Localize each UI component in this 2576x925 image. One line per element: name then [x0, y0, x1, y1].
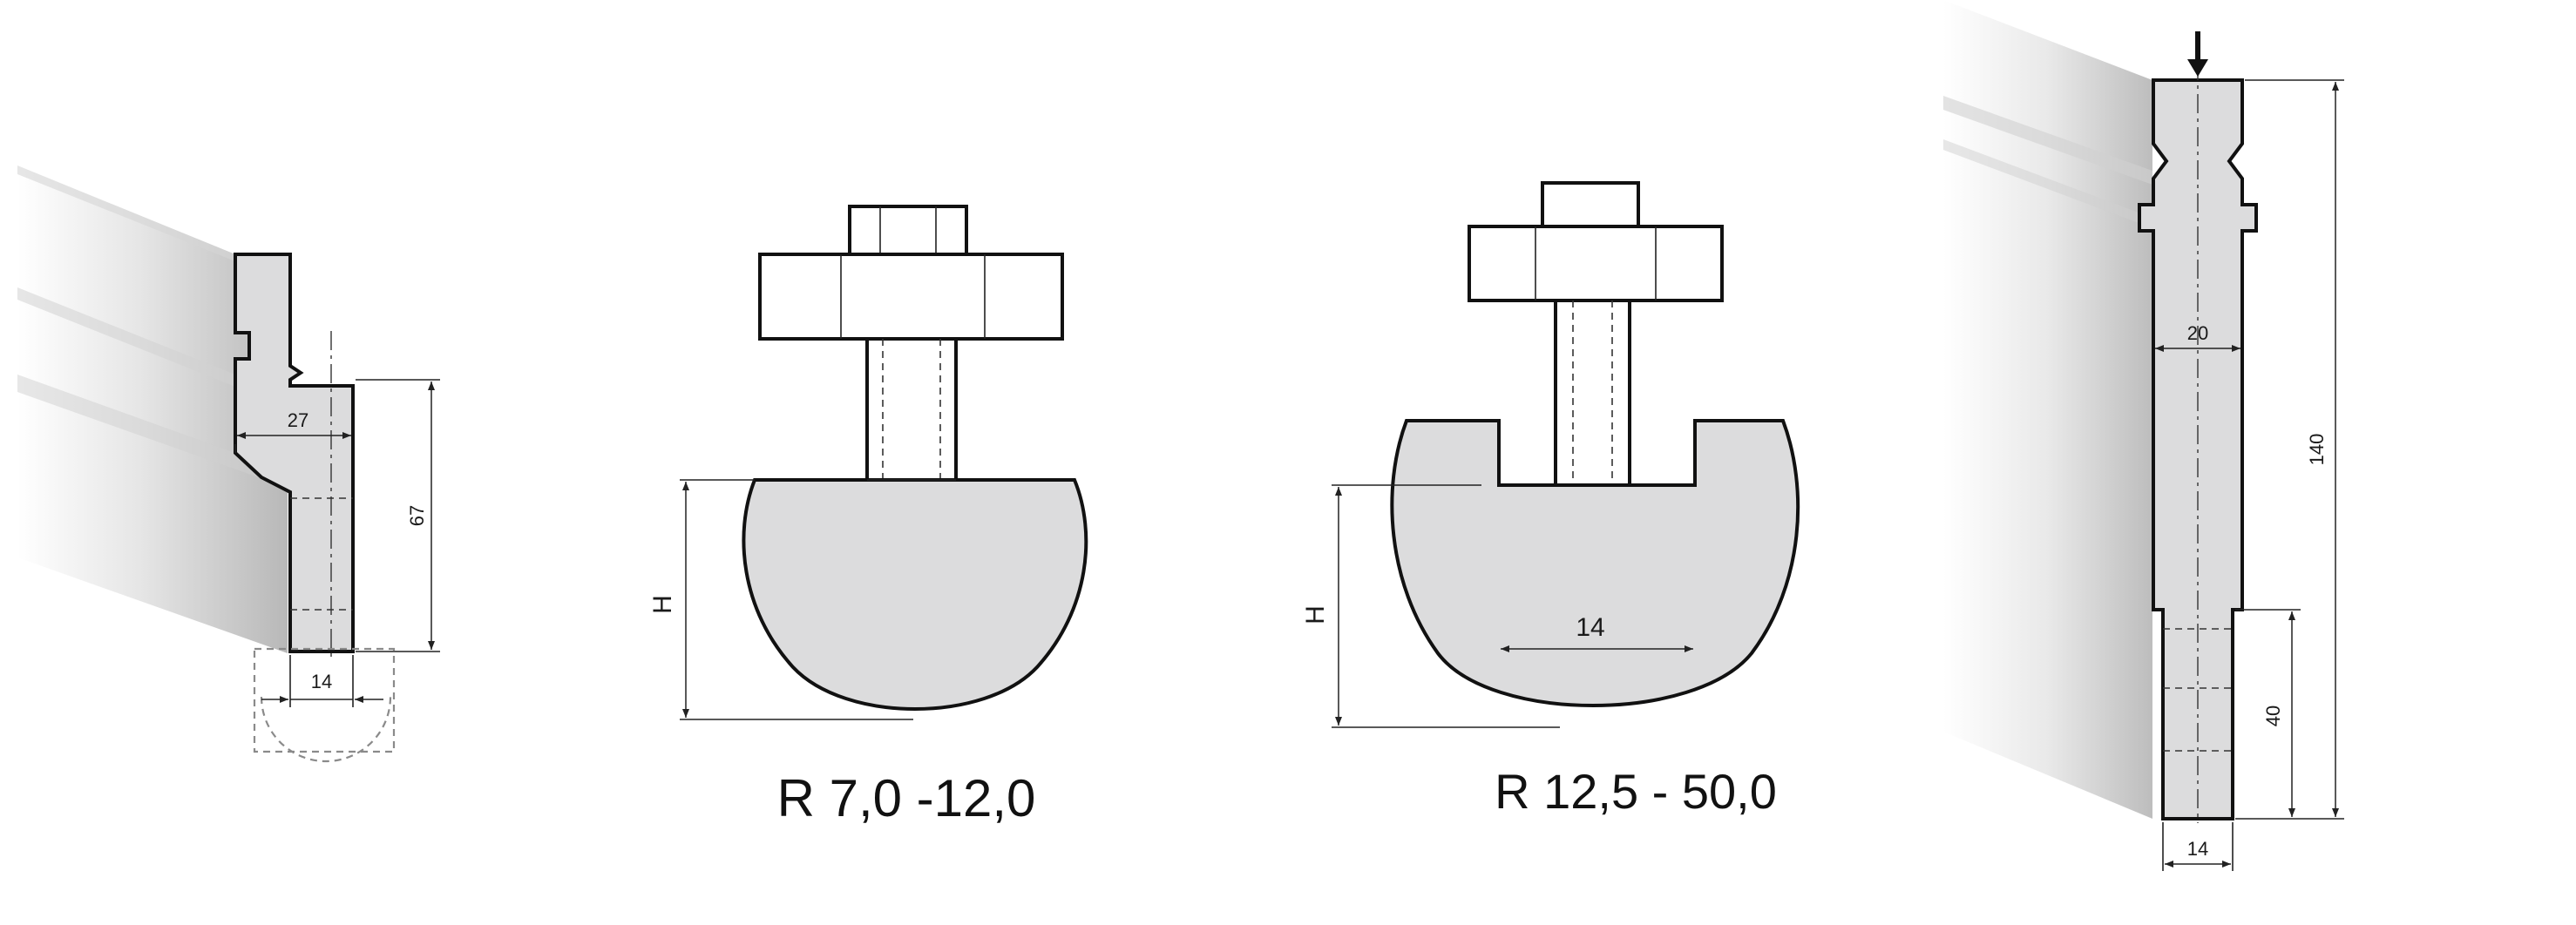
figure-3-shank [1554, 299, 1631, 487]
figure-1-dim-14: 14 [311, 671, 332, 692]
figure-4-dim-14: 14 [2187, 838, 2208, 860]
figure-2-shank [865, 337, 958, 482]
figure-2-caption: R 7,0 -12,0 [777, 769, 1036, 827]
figure-4-profile: 20 140 40 14 [1943, 0, 2344, 871]
figure-2-radius-tool: H R 7,0 -12,0 [648, 205, 1088, 827]
figure-3-cap [1541, 181, 1640, 228]
figure-2-flange [758, 253, 1064, 341]
figure-1-shadow [17, 165, 288, 653]
figure-3-flange [1468, 225, 1724, 302]
figure-1-dim-67: 67 [406, 505, 428, 526]
figure-3-radius-tool: 14 H R 12,5 - 50,0 [1301, 181, 1800, 819]
figure-3-dim-h: H [1301, 605, 1330, 625]
figure-3-round-head [1390, 419, 1800, 707]
figure-1-body [234, 253, 355, 653]
figure-2-dim-h: H [648, 595, 677, 614]
figure-1-profile: 27 67 14 [17, 165, 440, 763]
figure-4-dim-20: 20 [2187, 322, 2208, 344]
figure-4-dim-40: 40 [2262, 706, 2284, 726]
figure-3-dim-14: 14 [1576, 613, 1604, 642]
figure-2-cap [848, 205, 968, 256]
figure-4-shadow [1943, 0, 2152, 819]
figure-3-caption: R 12,5 - 50,0 [1495, 764, 1777, 819]
figure-4-dim-140: 140 [2306, 434, 2328, 466]
figure-1-dim-27: 27 [288, 409, 308, 431]
figure-2-round-head [742, 478, 1088, 711]
